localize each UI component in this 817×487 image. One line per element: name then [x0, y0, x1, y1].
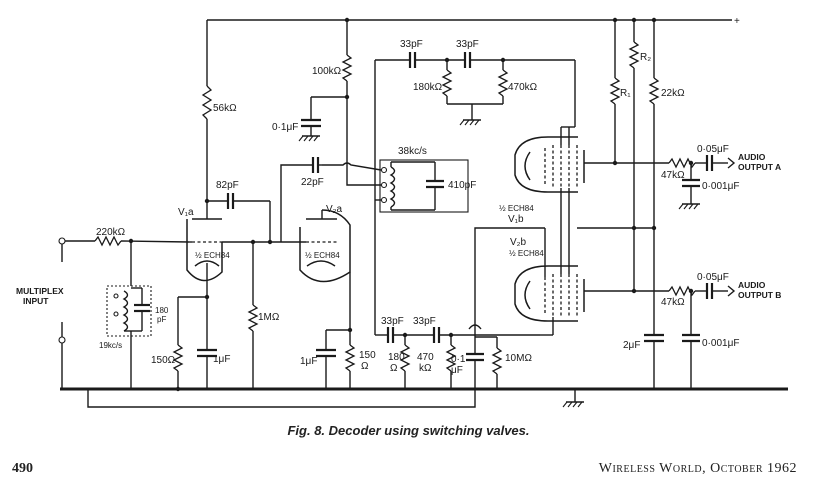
- c-0-1-unit-label: μF: [451, 365, 463, 376]
- c-33pF-top-a-label: 33pF: [400, 39, 423, 50]
- audio-output-b-label-2: OUTPUT B: [738, 290, 781, 300]
- r-56k-label: 56kΩ: [213, 103, 237, 114]
- decoder-schematic: + 56kΩ 100kΩ 0·1μF: [16, 16, 788, 408]
- c-1uF-b-label: 1μF: [300, 356, 317, 367]
- r-180-num-label: 180: [388, 352, 405, 363]
- c-0-001-a-label: 0·001μF: [702, 181, 739, 192]
- v2a-cathode: 1μF 150 Ω: [300, 327, 376, 389]
- c-180pF-unit-label: pF: [157, 315, 166, 324]
- earth-bus: [60, 387, 788, 408]
- v2b-label: V₂b: [510, 237, 527, 248]
- c-22pF-label: 22pF: [301, 177, 324, 188]
- grid-bias-network: 0·1 μF 10MΩ: [451, 227, 545, 389]
- v2a-label: V₂a: [326, 204, 343, 215]
- lower-rc-network: 33pF 33pF 180 Ω 470 kΩ: [374, 200, 540, 389]
- top-rc-network: 33pF 33pF 180kΩ 470kΩ: [374, 39, 576, 200]
- output-a-network: 47kΩ 0·05μF 0·001μF AUDIO OUTPUT A: [615, 144, 781, 210]
- r-150-b-num-label: 150: [359, 350, 376, 361]
- tuned-circuit-wiring: [322, 162, 382, 201]
- c-0-1uF-label: 0·1μF: [272, 122, 298, 133]
- c-33pF-top-b-label: 33pF: [456, 39, 479, 50]
- r-220k-label: 220kΩ: [96, 227, 126, 238]
- c-2uF-label: 2μF: [623, 340, 640, 351]
- resistor-1M: 1MΩ: [247, 239, 280, 389]
- r-10M-label: 10MΩ: [505, 353, 532, 364]
- r-150-b-unit-label: Ω: [361, 361, 369, 372]
- r-470-unit-label: kΩ: [419, 363, 432, 374]
- ht-supply-rail: +: [207, 16, 740, 27]
- input-network: 220kΩ 180 pF 19kc/s MULTIPLEX INPUT: [16, 227, 190, 392]
- v1b-label: V₁b: [508, 214, 524, 225]
- c-0-1-num-label: 0·1: [451, 354, 466, 365]
- capacitor-0-1uF: 0·1μF: [272, 96, 347, 142]
- r-47k-b-label: 47kΩ: [661, 297, 685, 308]
- multiplex-input-label-2: INPUT: [23, 296, 49, 306]
- r1-label: R₁: [620, 88, 631, 99]
- r-100k-label: 100kΩ: [312, 66, 342, 77]
- v1a-type-label: ½ ECH84: [195, 251, 230, 260]
- c-33pF-low-a-label: 33pF: [381, 316, 404, 327]
- audio-output-a-label-2: OUTPUT A: [738, 162, 781, 172]
- r-47k-a-label: 47kΩ: [661, 170, 685, 181]
- r2-label: R₂: [640, 52, 651, 63]
- journal-title: Wireless World, October 1962: [598, 461, 797, 476]
- c-410pF-label: 410pF: [448, 180, 476, 191]
- c-82pF-label: 82pF: [216, 180, 239, 191]
- resistor-56k: 56kΩ: [201, 20, 237, 201]
- anode-loads: R₁ R₂ 22kΩ: [344, 17, 685, 335]
- c-0-001-b-label: 0·001μF: [702, 338, 739, 349]
- output-b-network: 47kΩ 0·05μF 0·001μF AUDIO OUTPUT B: [634, 272, 781, 389]
- v2b-type-label: ½ ECH84: [509, 249, 544, 258]
- page-number: 490: [12, 461, 33, 476]
- valve-v2b: V₂b ½ ECH84: [509, 237, 634, 322]
- r-470-num-label: 470: [417, 352, 434, 363]
- capacitor-22pF: 22pF: [280, 157, 324, 242]
- valve-v1a: V₁a ½ ECH84: [178, 201, 230, 297]
- heptode-interconnects: [540, 160, 657, 336]
- audio-output-b-label-1: AUDIO: [738, 280, 766, 290]
- r-180k-label: 180kΩ: [413, 82, 443, 93]
- v1a-cathode: 150Ω 1μF: [151, 294, 230, 389]
- valve-v2a: V₂a ½ ECH84: [222, 204, 351, 330]
- v2a-type-label: ½ ECH84: [305, 251, 340, 260]
- c-0-05-b-label: 0·05μF: [697, 272, 729, 283]
- capacitor-82pF: 82pF: [204, 180, 271, 242]
- bottom-loop-wire: [87, 389, 476, 408]
- audio-output-a-label-1: AUDIO: [738, 152, 766, 162]
- r-180-unit-label: Ω: [390, 363, 398, 374]
- c-0-05-a-label: 0·05μF: [697, 144, 729, 155]
- v1b-type-label: ½ ECH84: [499, 204, 534, 213]
- c-33pF-low-b-label: 33pF: [413, 316, 436, 327]
- valve-v1b: ½ ECH84 V₁b: [499, 126, 615, 225]
- multiplex-input-label-1: MULTIPLEX: [16, 286, 64, 296]
- r-22k-label: 22kΩ: [661, 88, 685, 99]
- c-180pF-num-label: 180: [155, 306, 169, 315]
- r-1M-label: 1MΩ: [258, 312, 280, 323]
- r-150-a-label: 150Ω: [151, 355, 176, 366]
- supply-plus-label: +: [734, 16, 740, 27]
- tuned-circuit-38kcs: 38kc/s 410pF: [379, 146, 476, 213]
- coil-38kcs-label: 38kc/s: [398, 146, 427, 157]
- c-1uF-a-label: 1μF: [213, 354, 230, 365]
- figure-caption: Fig. 8. Decoder using switching valves.: [287, 423, 530, 438]
- v1a-label: V₁a: [178, 207, 194, 218]
- r-470k-label: 470kΩ: [508, 82, 538, 93]
- capacitor-2uF: 2μF: [623, 333, 664, 389]
- coil-19kcs-label: 19kc/s: [99, 341, 122, 350]
